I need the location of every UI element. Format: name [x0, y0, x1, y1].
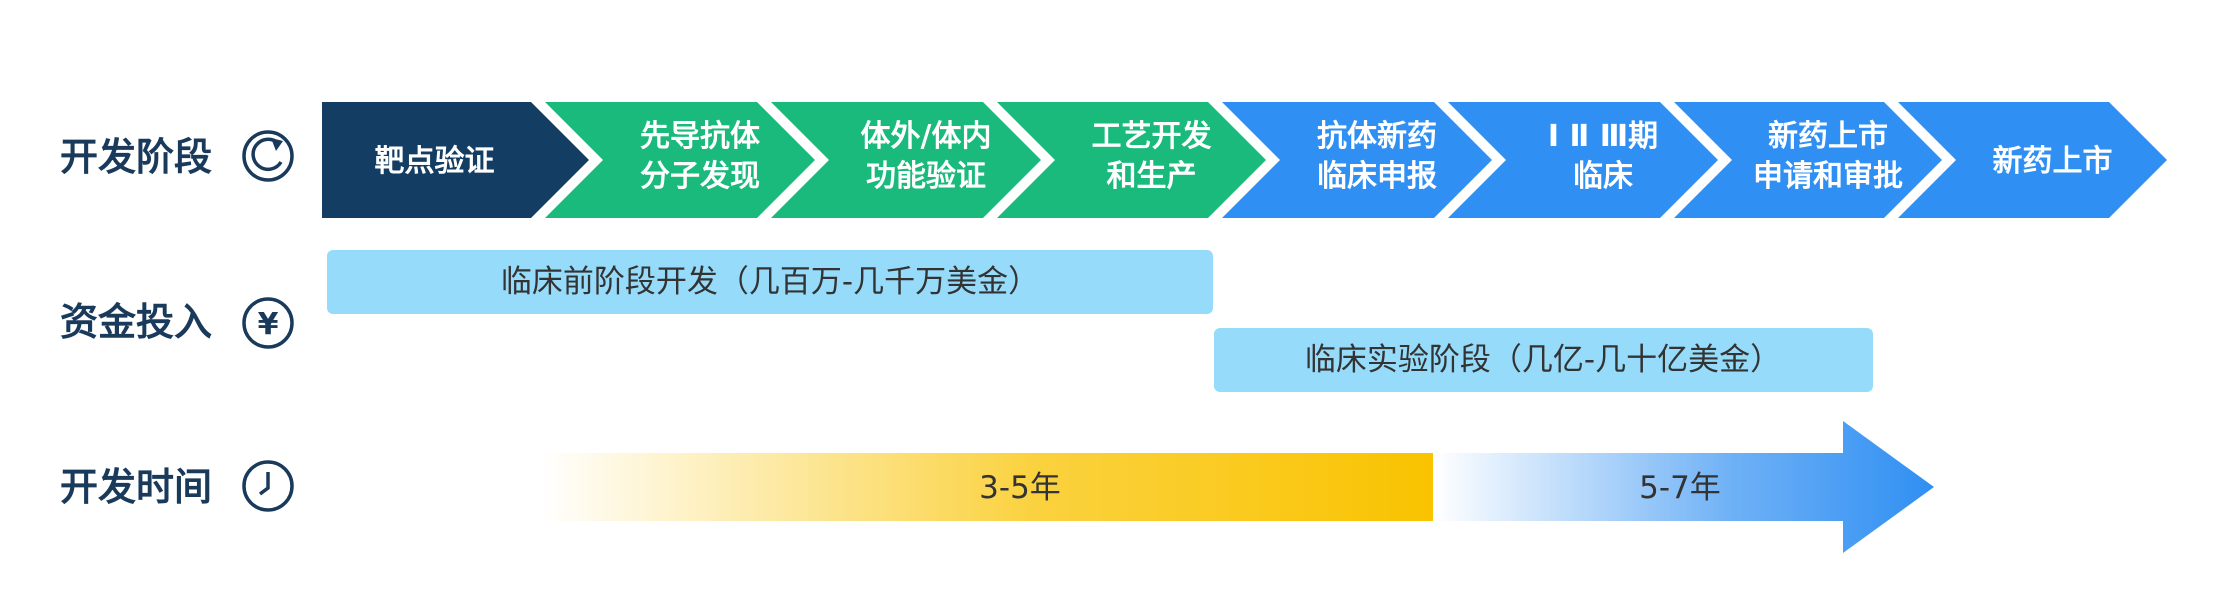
funding-bar-clinical: 临床实验阶段（几亿-几十亿美金） [1214, 328, 1873, 392]
stage-2-line-0: 体外/体内 [861, 119, 992, 154]
stage-chevron-0 [322, 102, 589, 218]
stage-chevron-6 [1674, 102, 1942, 218]
stage-3-line-1: 和生产 [1107, 159, 1197, 194]
stage-chevron-1 [545, 102, 815, 218]
stage-0-line-0: 靶点验证 [375, 144, 495, 179]
stage-row-label: 开发阶段 [60, 135, 212, 179]
yen-icon: ¥ [242, 297, 294, 349]
timeline-label-5-7: 5-7年 [1639, 470, 1721, 506]
refresh-icon [242, 130, 294, 182]
timeline-label-3-5: 3-5年 [979, 470, 1061, 506]
stage-chevron-5 [1448, 102, 1718, 218]
stage-5-line-1: 临床 [1573, 159, 1633, 194]
stage-2-line-1: 功能验证 [866, 159, 986, 194]
stage-3-line-0: 工艺开发 [1092, 119, 1212, 154]
stage-7-line-0: 新药上市 [1993, 144, 2113, 179]
timeline-bar-3-5: 3-5年 [540, 453, 1433, 521]
time-row-label: 开发时间 [60, 465, 212, 509]
stage-0: 靶点验证 [322, 102, 589, 218]
stage-5-line-0: Ⅰ Ⅱ Ⅲ期 [1548, 119, 1658, 154]
stage-chevron-3 [997, 102, 1266, 218]
stage-chevron-7 [1898, 102, 2167, 218]
stage-7: 新药上市 [1898, 102, 2167, 218]
stage-6-line-1: 申请和审批 [1753, 159, 1903, 194]
funding-label-clinical: 临床实验阶段（几亿-几十亿美金） [1305, 342, 1781, 378]
clock-icon [242, 460, 294, 512]
funding-bar-preclinical: 临床前阶段开发（几百万-几千万美金） [327, 250, 1213, 314]
funding-label-preclinical: 临床前阶段开发（几百万-几千万美金） [501, 264, 1039, 300]
stage-4-line-1: 临床申报 [1317, 159, 1437, 194]
svg-text:¥: ¥ [258, 307, 279, 342]
stage-chevron-4 [1222, 102, 1492, 218]
stage-chevron-2 [771, 102, 1041, 218]
stage-4-line-0: 抗体新药 [1317, 119, 1437, 154]
timeline-arrow-5-7: 5-7年 [1434, 421, 1934, 553]
funding-row-label: 资金投入 [60, 300, 212, 344]
stage-1-line-1: 分子发现 [640, 159, 760, 194]
stage-6-line-0: 新药上市 [1768, 119, 1888, 154]
stage-1-line-0: 先导抗体 [640, 119, 761, 154]
